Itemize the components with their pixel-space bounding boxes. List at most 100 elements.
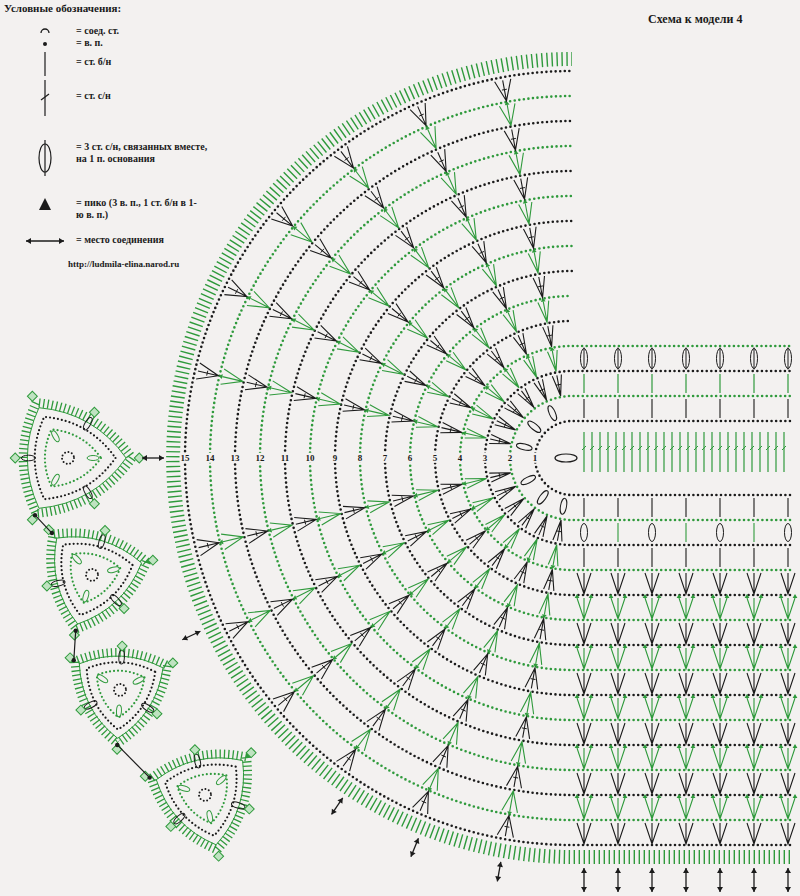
row-number: 6 [407, 453, 414, 463]
dc-cluster [360, 348, 382, 363]
dc-tick [422, 801, 427, 803]
picot-mark [725, 794, 730, 798]
dc-cluster [312, 660, 333, 679]
dc-stitch [685, 523, 686, 542]
cluster-symbol [87, 456, 99, 461]
join-line [411, 838, 418, 857]
dc-cluster [713, 823, 727, 844]
dc-tick [475, 536, 478, 540]
dc-tick [694, 446, 698, 450]
chain-row [435, 321, 790, 595]
dc-tick [398, 313, 401, 317]
picot-mark [793, 794, 798, 798]
dc-cluster [645, 648, 659, 669]
cluster-symbol [96, 673, 109, 684]
dc-tick [504, 489, 506, 493]
picot-mark [316, 516, 320, 521]
join-line [35, 515, 52, 533]
cluster-stem [754, 348, 755, 370]
cluster-symbol [50, 473, 60, 486]
chain-row [360, 246, 790, 670]
dc-cluster [577, 798, 591, 819]
dc-cluster [224, 280, 246, 297]
dc-cluster [679, 698, 693, 719]
picot-mark [677, 694, 682, 698]
picot-mark [725, 594, 730, 598]
cluster-symbol [649, 524, 656, 542]
dc-cluster [494, 608, 508, 630]
slip-stitch-symbol [41, 29, 49, 33]
dc-stitch [751, 432, 752, 472]
picot-mark [643, 694, 648, 698]
cluster-symbol [581, 524, 588, 542]
dc-stitch [583, 548, 584, 567]
dc-tick [582, 446, 586, 450]
dc-tick [726, 446, 730, 450]
cluster-stem [652, 348, 653, 370]
picot-mark [677, 794, 682, 798]
dc-cluster [352, 729, 371, 751]
arrow-head [751, 868, 757, 873]
dc-cluster [679, 573, 693, 594]
dc-cluster [781, 723, 795, 744]
dc-tick [326, 580, 328, 584]
dc-cluster [504, 585, 517, 606]
picot-mark [589, 794, 594, 798]
picot-mark [657, 644, 662, 648]
dc-cluster [645, 698, 659, 719]
dc-tick [540, 389, 545, 391]
dc-cluster [747, 648, 761, 669]
dc-cluster [577, 573, 591, 594]
dc-tick [481, 663, 486, 665]
dc-cluster [269, 381, 291, 395]
picot-mark [589, 694, 594, 698]
dc-cluster [318, 393, 340, 406]
dc-cluster [294, 517, 316, 531]
picot-diamond [76, 705, 86, 715]
picot-mark [533, 663, 538, 667]
dc-cluster [427, 336, 447, 354]
picot-mark [657, 744, 662, 748]
dc-tick [501, 617, 506, 619]
dc-tick [322, 665, 325, 669]
dc-tick [520, 571, 525, 573]
dc-cluster [370, 611, 390, 630]
dc-stitch [617, 374, 618, 393]
picot-mark [462, 431, 466, 436]
picot-diamond [89, 407, 99, 417]
cluster-symbol [231, 801, 246, 811]
dc-tick [540, 525, 545, 527]
arrow-head [751, 887, 757, 892]
dc-cluster [405, 531, 426, 546]
dc-stitch [685, 498, 686, 517]
row-number: 11 [280, 453, 291, 463]
dc-stitch [651, 548, 652, 567]
dc-tick [401, 416, 402, 421]
dc-tick [499, 473, 500, 478]
picot-mark [219, 539, 223, 544]
dc-cluster [484, 631, 498, 653]
dc-tick [284, 697, 287, 701]
dc-cluster [487, 348, 504, 368]
dc-tick [710, 446, 714, 450]
dc-tick [606, 446, 610, 450]
dc-tick [377, 717, 381, 720]
arrow-head [581, 887, 587, 892]
dc-cluster [482, 264, 496, 286]
dc-cluster [511, 742, 525, 764]
legend-text: = ст. б/н [76, 56, 111, 68]
dc-cluster [747, 823, 761, 844]
dc-tick [450, 427, 451, 432]
cluster-symbol [116, 705, 122, 717]
picot-mark [551, 565, 556, 569]
dc-tick [678, 446, 682, 450]
picot-mark [609, 744, 614, 748]
dc-tick [622, 446, 626, 450]
motif-edging [51, 533, 147, 629]
dc-cluster [645, 673, 659, 694]
picot-mark [643, 744, 648, 748]
picot-mark [267, 386, 271, 391]
cluster-symbol [785, 524, 792, 542]
dc-tick [399, 601, 402, 605]
dc-tick [419, 114, 424, 116]
